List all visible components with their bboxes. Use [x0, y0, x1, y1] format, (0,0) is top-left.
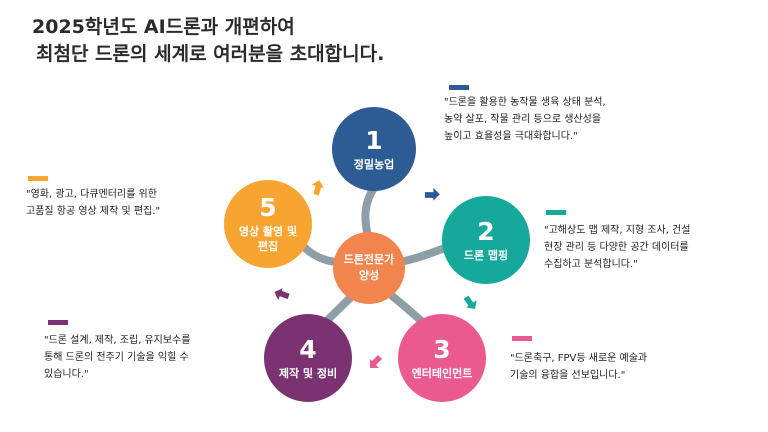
node-label: 정밀농업	[353, 157, 395, 171]
description-2: "고해상도 맵 제작, 지형 조사, 건설 현장 관리 등 다양한 공간 데이터…	[544, 225, 691, 270]
page-title: 2025학년도 AI드론과 개편하여 최첨단 드론의 세계로 여러분을 초대합니…	[32, 14, 384, 68]
arrow-3-to-4	[370, 355, 382, 368]
node-entertainment: 3 엔터테인먼트	[398, 314, 486, 402]
arrow-1-to-2	[424, 187, 440, 201]
node-number: 3	[433, 334, 451, 364]
description-1: "드론을 활용한 농작물 생육 상태 분석, 농약 살포, 작물 관리 등으로 …	[444, 97, 606, 142]
node-label: 드론 맵핑	[463, 248, 509, 262]
node-label: 엔터테인먼트	[411, 366, 473, 380]
arrow-5-to-1	[311, 180, 324, 196]
node-number: 4	[299, 334, 317, 364]
description-5: "영화, 광고, 다큐멘터리를 위한 고품질 항공 영상 제작 및 편집."	[26, 189, 161, 217]
center-node: 드론전문가 양성	[333, 232, 405, 304]
title-line-2: 최첨단 드론의 세계로 여러분을 초대합니다.	[36, 43, 385, 65]
node-number: 2	[477, 216, 495, 246]
node-aerial-filming-editing: 5 영상 촬영 및 편집	[224, 180, 312, 268]
arrow-2-to-3	[463, 295, 477, 309]
accent-bar-1	[449, 85, 469, 90]
node-precision-agriculture: 1 정밀농업	[332, 107, 416, 191]
accent-bar-2	[546, 210, 566, 215]
accent-bar-3	[512, 336, 532, 341]
accent-bar-4	[48, 320, 68, 325]
node-drone-mapping: 2 드론 맵핑	[442, 196, 530, 284]
accent-bar-5	[28, 176, 48, 181]
center-label: 드론전문가 양성	[343, 253, 395, 282]
node-label: 제작 및 정비	[278, 366, 338, 380]
arrow-4-to-5	[274, 288, 290, 301]
title-line-1: 2025학년도 AI드론과 개편하여	[32, 16, 295, 38]
node-number: 5	[259, 193, 277, 222]
node-manufacturing-maintenance: 4 제작 및 정비	[264, 314, 352, 402]
node-label: 영상 촬영 및 편집	[238, 225, 298, 253]
description-3: "드론축구, FPV등 새로운 예술과 기술의 융합을 선보입니다."	[510, 353, 648, 381]
node-number: 1	[365, 125, 383, 155]
description-4: "드론 설계, 제작, 조립, 유지보수를 통해 드론의 전주기 기술을 익힐 …	[44, 335, 191, 380]
